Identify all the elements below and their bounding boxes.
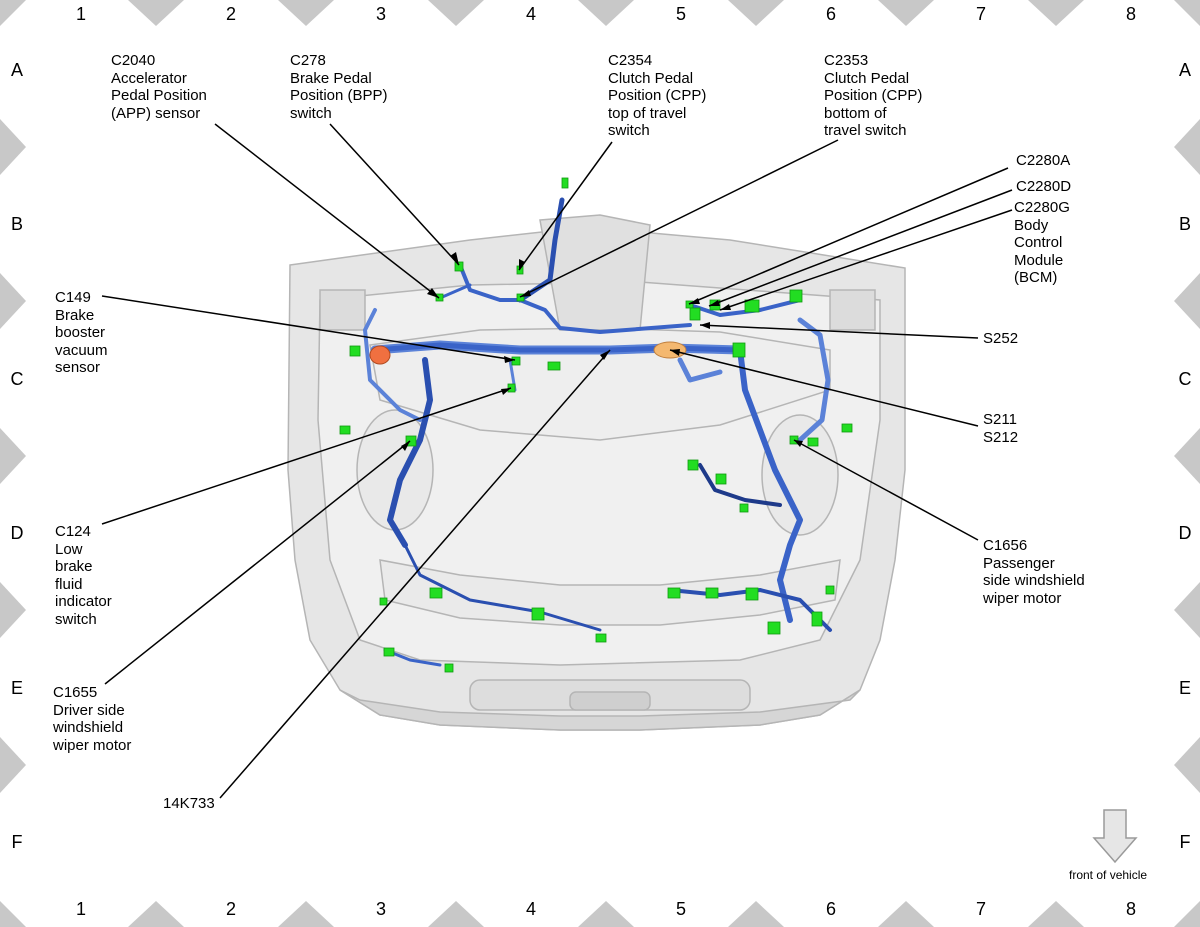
label-c2040: C2040 Accelerator Pedal Position (APP) s… [111, 52, 207, 122]
label-c1655: C1655 Driver side windshield wiper motor [53, 684, 132, 754]
border-marker-top-0 [128, 0, 184, 26]
label-c124: C124 Low brake fluid indicator switch [55, 523, 112, 628]
border-marker-bottom-5 [878, 901, 934, 927]
grid-row-right-E: E [1178, 678, 1191, 698]
label-s211-s212: S211 S212 [983, 411, 1019, 446]
label-c2280g: C2280G Body Control Module (BCM) [1014, 199, 1070, 286]
border-marker-bottom-0 [128, 901, 184, 927]
leader-arrowheads [401, 252, 803, 451]
grid-column-top-6: 6 [825, 4, 836, 24]
border-marker-right-0 [1174, 119, 1200, 175]
label-c2280a: C2280A [1016, 152, 1071, 169]
grid-row-right-A: A [1178, 60, 1191, 80]
grid-column-top-1: 1 [75, 4, 86, 24]
grid-column-top-8: 8 [1125, 4, 1136, 24]
grid-column-bottom-2: 2 [225, 899, 236, 919]
brake-booster-grommet [369, 345, 391, 365]
grid-column-bottom-5: 5 [675, 899, 686, 919]
border-marker-bottom-4 [728, 901, 784, 927]
grid-column-bottom-1: 1 [75, 899, 86, 919]
border-marker-top-4 [728, 0, 784, 26]
label-s252: S252 [983, 330, 1019, 347]
leader-lines [101, 123, 1013, 799]
border-marker-left-1 [0, 273, 26, 329]
label-c1656: C1656 Passenger side windshield wiper mo… [983, 537, 1085, 607]
grid-column-top-4: 4 [525, 4, 536, 24]
grid-row-left-A: A [10, 60, 23, 80]
connectors [339, 177, 853, 673]
front-of-vehicle-note: front of vehicle [1069, 868, 1148, 882]
grid-column-top-2: 2 [225, 4, 236, 24]
grid-row-right-C: C [1178, 369, 1192, 389]
grid-row-left-E: E [10, 678, 23, 698]
vehicle-body [287, 214, 906, 731]
border-marker-top-6 [1028, 0, 1084, 26]
border-marker-bottom-3 [578, 901, 634, 927]
border-marker-left-0 [0, 119, 26, 175]
grid-row-left-D: D [10, 523, 24, 543]
grid-row-left-B: B [10, 214, 23, 234]
border-marker-bottom-2 [428, 901, 484, 927]
border-marker-left-3 [0, 582, 26, 638]
grid-column-top-7: 7 [975, 4, 986, 24]
border-marker-top-3 [578, 0, 634, 26]
label-c2353: C2353 Clutch Pedal Position (CPP) bottom… [824, 52, 923, 139]
border-marker-bottom-1 [278, 901, 334, 927]
grid-row-left-C: C [10, 369, 24, 389]
border-marker-corner-tl [0, 0, 26, 26]
label-c2354: C2354 Clutch Pedal Position (CPP) top of… [608, 52, 707, 139]
border-marker-top-2 [428, 0, 484, 26]
border-marker-left-2 [0, 428, 26, 484]
border-marker-corner-br [1174, 901, 1200, 927]
border-marker-right-2 [1174, 428, 1200, 484]
border-marker-corner-bl [0, 901, 26, 927]
grid-column-bottom-8: 8 [1125, 899, 1136, 919]
border-marker-right-4 [1174, 737, 1200, 793]
border-marker-top-1 [278, 0, 334, 26]
border-marker-bottom-6 [1028, 901, 1084, 927]
grid-column-bottom-6: 6 [825, 899, 836, 919]
grid-row-left-F: F [11, 832, 23, 852]
grid-row-right-B: B [1178, 214, 1191, 234]
grid-column-bottom-3: 3 [375, 899, 386, 919]
grid-column-top-5: 5 [675, 4, 686, 24]
front-arrow-icon [1092, 809, 1138, 864]
label-14k733: 14K733 [163, 795, 215, 812]
label-c278: C278 Brake Pedal Position (BPP) switch [290, 52, 388, 122]
grid-row-right-D: D [1178, 523, 1192, 543]
grid-column-top-3: 3 [375, 4, 386, 24]
border-marker-right-1 [1174, 273, 1200, 329]
border-marker-left-4 [0, 737, 26, 793]
border-marker-right-3 [1174, 582, 1200, 638]
grid-row-right-F: F [1179, 832, 1191, 852]
border-marker-top-5 [878, 0, 934, 26]
grid-column-bottom-7: 7 [975, 899, 986, 919]
border-marker-corner-tr [1174, 0, 1200, 26]
label-c149: C149 Brake booster vacuum sensor [55, 289, 108, 376]
label-c2280d: C2280D [1016, 178, 1072, 195]
grid-column-bottom-4: 4 [525, 899, 536, 919]
